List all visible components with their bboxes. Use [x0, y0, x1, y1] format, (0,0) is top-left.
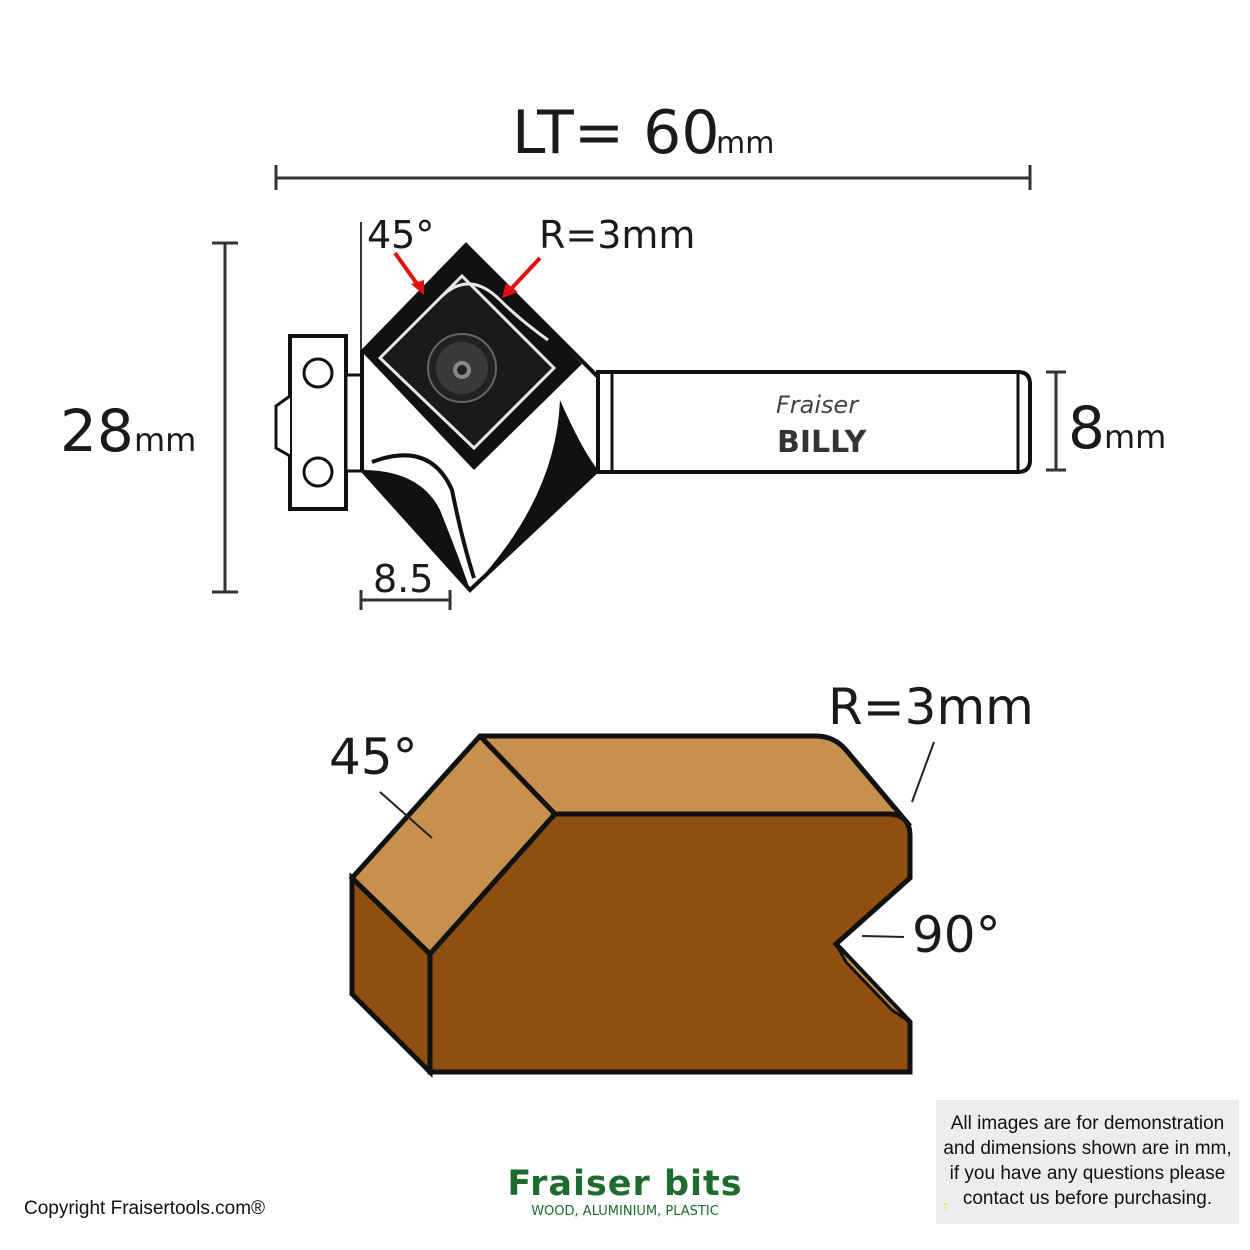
router-bit: Fraiser BILLY	[274, 222, 1032, 593]
profile-groove-label: 90°	[912, 906, 1001, 964]
disclaimer-line: if you have any questions please	[949, 1163, 1226, 1184]
disclaimer-line: and dimensions shown are in mm,	[943, 1138, 1232, 1159]
top-angle-annotation: 45°	[367, 213, 434, 295]
top-radius-annotation: R=3mm	[502, 213, 695, 298]
shank-model: BILLY	[777, 425, 868, 460]
disclaimer-line: All images are for demonstration	[950, 1113, 1225, 1134]
shank-brand: Fraiser	[776, 391, 860, 419]
logo-subtitle: WOOD, ALUMINIUM, PLASTIC	[531, 1204, 719, 1219]
shank-unit: mm	[1104, 418, 1166, 456]
shank-value: 8	[1068, 394, 1105, 462]
logo-title: Fraiser bits	[507, 1164, 743, 1204]
disclaimer-line: contact us before purchasing.	[962, 1188, 1213, 1209]
disclaimer-box: All images are for demonstration and dim…	[936, 1100, 1239, 1224]
bearing-offset-value: 8.5	[373, 557, 433, 601]
bearing-offset-dimension: 8.5	[359, 557, 452, 610]
total-length-label: LT= 60	[512, 98, 720, 168]
height-value: 28	[60, 397, 134, 465]
fraiser-bits-logo: Fraiser bits WOOD, ALUMINIUM, PLASTIC	[500, 1165, 750, 1219]
profile-radius-label: R=3mm	[828, 678, 1034, 736]
marker-icon: ↑	[942, 1198, 949, 1213]
height-dimension: 28 mm	[60, 241, 238, 594]
shank-dimension: 8 mm	[1046, 370, 1166, 472]
total-length-dimension: LT= 60 mm	[274, 98, 1032, 190]
height-unit: mm	[134, 421, 196, 459]
shank	[596, 370, 1032, 474]
total-length-unit: mm	[716, 126, 774, 161]
top-radius-label: R=3mm	[539, 213, 695, 257]
profile-bevel-label: 45°	[329, 728, 418, 786]
copyright-text: Copyright Fraisertools.com®	[24, 1198, 266, 1219]
top-angle-label: 45°	[367, 213, 434, 257]
profile-diagram: R=3mm 45° 90°	[329, 678, 1034, 1079]
